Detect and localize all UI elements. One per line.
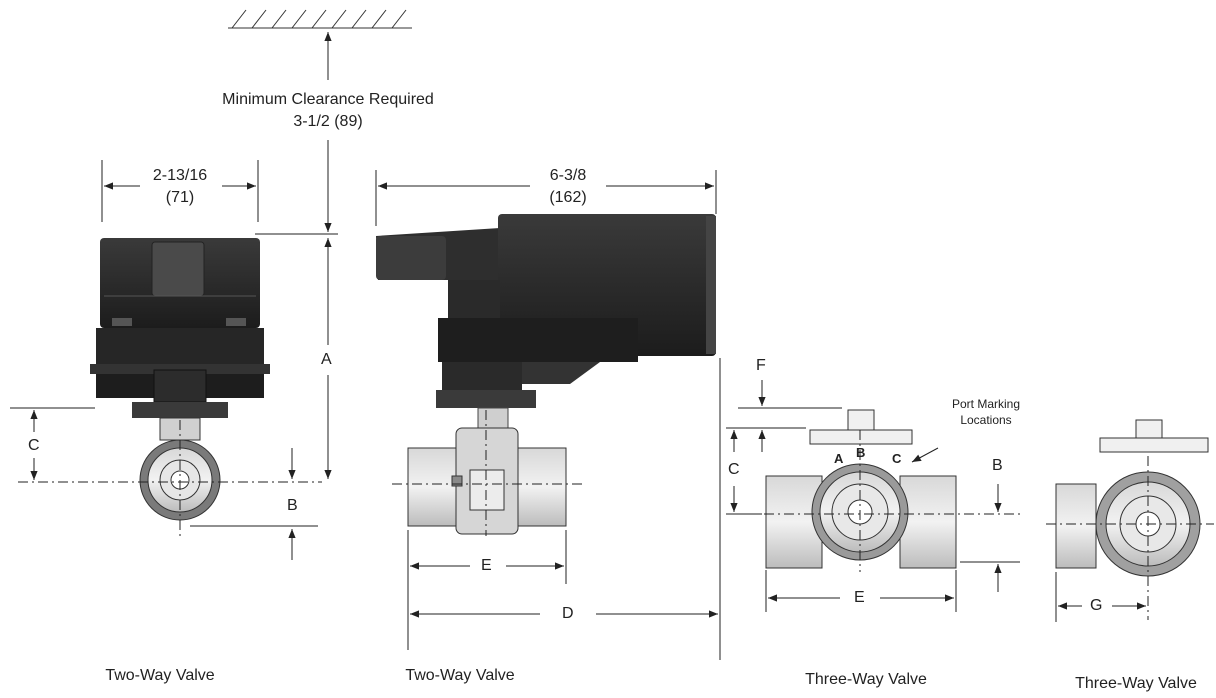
clearance-value: 3-1/2 (89): [293, 113, 363, 130]
dim-label-g: G: [1090, 597, 1103, 614]
port-marking-title-1: Port Marking: [951, 397, 1021, 411]
caption-view2: Two-Way Valve: [405, 667, 515, 684]
caption-view3: Three-Way Valve: [805, 671, 927, 688]
view1-centerlines: [18, 420, 322, 540]
view3-centerlines: [764, 430, 1020, 572]
view3-valve-body: [765, 409, 957, 569]
dim-label-a: A: [321, 351, 332, 368]
width-162-fraction: 6-3/8: [549, 167, 587, 184]
caption-view1: Two-Way Valve: [105, 667, 215, 684]
view2-actuator: [376, 214, 716, 431]
view4-dimensions: [1055, 572, 1146, 622]
dim-label-f: F: [756, 357, 766, 374]
port-label-a: A: [834, 451, 844, 466]
ceiling-hatch: [228, 9, 412, 29]
view1-dimensions: [10, 160, 332, 560]
width-162-mm: (162): [549, 189, 587, 206]
view2-valve-body: [407, 427, 567, 535]
dim-label-e-view3: E: [854, 589, 865, 606]
dim-label-c-view3: C: [728, 461, 740, 478]
view3-dimensions: [726, 380, 1020, 612]
dim-label-e-view2: E: [481, 557, 492, 574]
width-71-mm: (71): [165, 189, 195, 206]
view2-dimensions: [375, 170, 721, 660]
view4-valve-body: [1055, 419, 1209, 577]
port-label-b: B: [856, 445, 866, 460]
clearance-dimension: [255, 32, 338, 235]
dim-label-d: D: [562, 605, 574, 622]
dim-label-b-view3: B: [992, 457, 1003, 474]
view1-actuator: [90, 238, 270, 418]
port-label-c: C: [892, 451, 902, 466]
caption-view4: Three-Way Valve: [1075, 675, 1197, 692]
view4-centerlines: [1046, 456, 1214, 620]
clearance-title: Minimum Clearance Required: [222, 91, 434, 108]
dim-label-c-view1: C: [28, 437, 40, 454]
dim-label-b-view1: B: [287, 497, 298, 514]
view2-centerlines: [392, 410, 582, 536]
port-marking-title-2: Locations: [960, 413, 1012, 427]
width-71-fraction: 2-13/16: [152, 167, 208, 184]
